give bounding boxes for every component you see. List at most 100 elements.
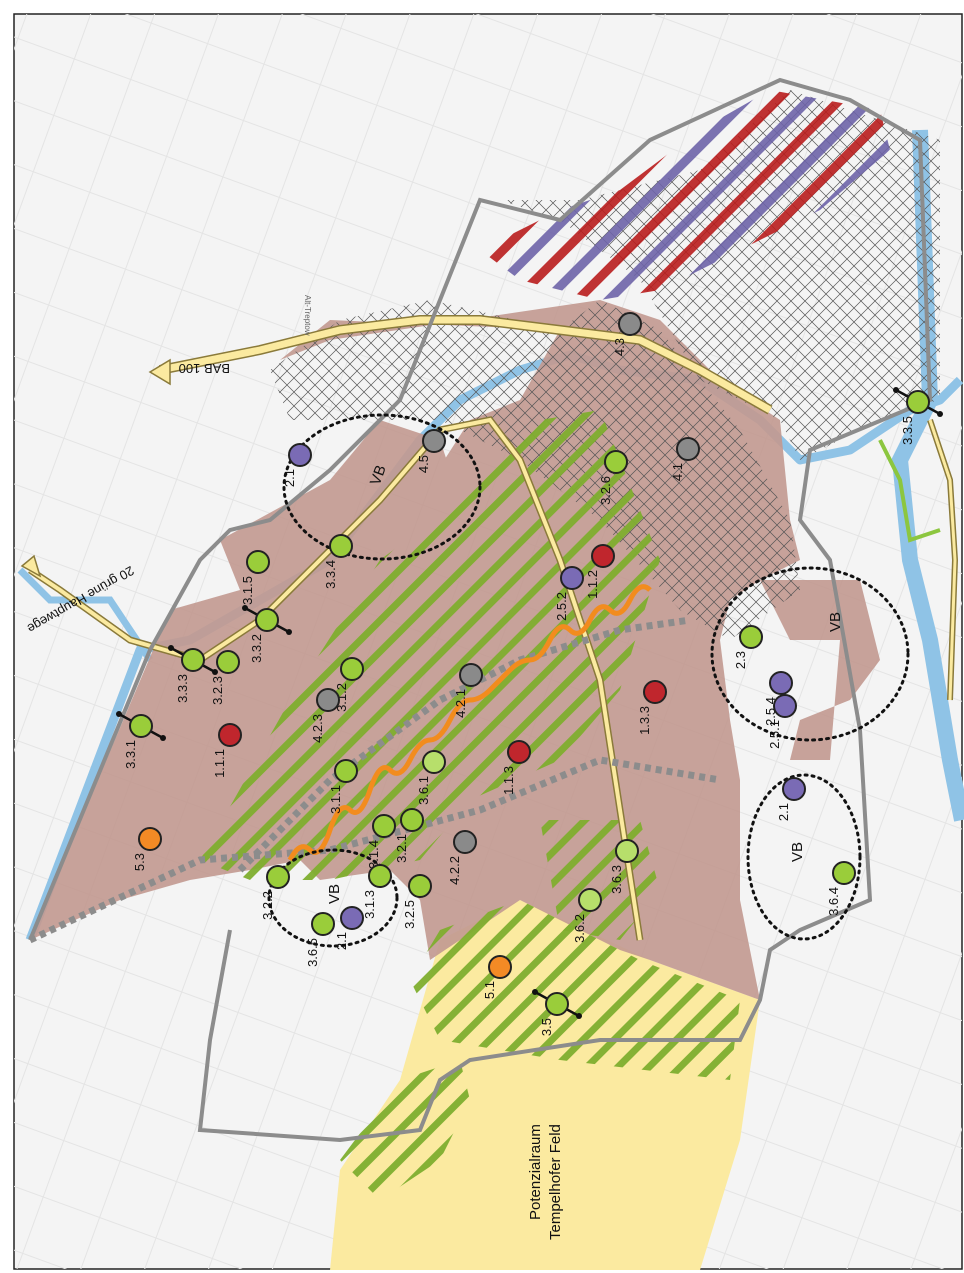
map-marker-4-2-3[interactable]: 4.2.3 xyxy=(310,688,340,743)
marker-dot[interactable] xyxy=(129,714,153,738)
marker-dot[interactable] xyxy=(422,750,446,774)
map-marker-3-2-1[interactable]: 3.2.1 xyxy=(394,808,424,863)
map-marker-2-1[interactable]: 2.1 xyxy=(282,443,312,487)
map-marker-4-2-2[interactable]: 4.2.2 xyxy=(447,830,477,885)
map-marker-1-3-3[interactable]: 1.3.3 xyxy=(637,680,667,735)
marker-dot[interactable] xyxy=(832,861,856,885)
marker-dot[interactable] xyxy=(643,680,667,704)
map-marker-3-1-1[interactable]: 3.1.1 xyxy=(328,759,358,814)
marker-dot[interactable] xyxy=(372,814,396,838)
marker-dot[interactable] xyxy=(782,777,806,801)
marker-dot[interactable] xyxy=(288,443,312,467)
marker-dot[interactable] xyxy=(255,608,279,632)
map-marker-3-1-5[interactable]: 3.1.5 xyxy=(240,550,270,605)
marker-dot[interactable] xyxy=(408,874,432,898)
bab100-arrow xyxy=(148,358,171,386)
map-marker-3-3-5[interactable]: 3.3.5 xyxy=(893,387,943,445)
marker-label: 2.1 xyxy=(334,932,349,950)
marker-dot[interactable] xyxy=(138,827,162,851)
marker-label: 1.1.2 xyxy=(585,570,600,599)
mixed-use-area-east xyxy=(760,580,880,760)
map-marker-5-1[interactable]: 5.1 xyxy=(482,955,512,999)
map-marker-3-2-6[interactable]: 3.2.6 xyxy=(598,450,628,505)
marker-dot[interactable] xyxy=(739,625,763,649)
marker-dot[interactable] xyxy=(459,663,483,687)
marker-dot[interactable] xyxy=(216,650,240,674)
marker-dot[interactable] xyxy=(266,865,290,889)
marker-dot[interactable] xyxy=(453,830,477,854)
marker-dot[interactable] xyxy=(422,429,446,453)
map-marker-4-2-1[interactable]: 4.2.1 xyxy=(453,663,483,718)
map-marker-3-1-3[interactable]: 3.1.3 xyxy=(362,864,392,919)
marker-dot[interactable] xyxy=(615,839,639,863)
map-marker-3-3-3[interactable]: 3.3.3 xyxy=(168,645,218,703)
map-marker-2-5-2[interactable]: 2.5.2 xyxy=(554,566,584,621)
marker-label: 5.1 xyxy=(482,981,497,999)
marker-label: 3.2.2 xyxy=(260,891,275,920)
residential-hatch-area xyxy=(480,90,890,300)
marker-dot[interactable] xyxy=(311,912,335,936)
map-marker-3-2-3[interactable]: 3.2.3 xyxy=(210,650,240,705)
map-marker-3-6-3[interactable]: 3.6.3 xyxy=(609,839,639,894)
map-marker-2-3[interactable]: 2.3 xyxy=(733,625,763,669)
marker-dot[interactable] xyxy=(329,534,353,558)
marker-dot[interactable] xyxy=(773,694,797,718)
map-marker-3-6-1[interactable]: 3.6.1 xyxy=(416,750,446,805)
marker-dot[interactable] xyxy=(560,566,584,590)
map-marker-3-3-1[interactable]: 3.3.1 xyxy=(116,711,166,769)
marker-dot[interactable] xyxy=(340,657,364,681)
marker-label: 3.6.1 xyxy=(416,776,431,805)
marker-dot[interactable] xyxy=(578,888,602,912)
marker-dot[interactable] xyxy=(488,955,512,979)
map-marker-3-6-5[interactable]: 3.6.5 xyxy=(305,912,335,967)
map-marker-3-3-2[interactable]: 3.3.2 xyxy=(242,605,292,663)
map-marker-4-5[interactable]: 4.5 xyxy=(416,429,446,473)
marker-dot[interactable] xyxy=(618,312,642,336)
map-marker-3-6-2[interactable]: 3.6.2 xyxy=(572,888,602,943)
map-marker-1-1-2[interactable]: 1.1.2 xyxy=(585,544,615,599)
map-marker-3-1-4[interactable]: 3.1.4 xyxy=(366,814,396,869)
study-area-boundary xyxy=(28,77,933,1143)
marker-label: 1.1.3 xyxy=(501,766,516,795)
map-marker-3-2-2[interactable]: 3.2.2 xyxy=(260,865,290,920)
marker-dot[interactable] xyxy=(906,390,930,414)
marker-dot[interactable] xyxy=(246,550,270,574)
vb-label-southwest: VB xyxy=(326,884,343,904)
map-marker-1-1-1[interactable]: 1.1.1 xyxy=(212,723,242,778)
map-marker-5-3[interactable]: 5.3 xyxy=(132,827,162,871)
map-marker-1-1-3[interactable]: 1.1.3 xyxy=(501,740,531,795)
potenzialraum-label-line1: Potenzialraum xyxy=(527,1124,544,1220)
map-marker-3-6-4[interactable]: 3.6.4 xyxy=(826,861,856,916)
east-path-fill xyxy=(928,419,957,701)
marker-dot[interactable] xyxy=(507,740,531,764)
green-hatch-band-south xyxy=(410,900,740,1080)
marker-dot[interactable] xyxy=(769,671,793,695)
marker-dot[interactable] xyxy=(604,450,628,474)
map-marker-3-2-5[interactable]: 3.2.5 xyxy=(402,874,432,929)
marker-dot[interactable] xyxy=(368,864,392,888)
marker-dot[interactable] xyxy=(218,723,242,747)
marker-dot[interactable] xyxy=(334,759,358,783)
marker-label: 3.5 xyxy=(539,1018,554,1036)
arrow-head-icon xyxy=(242,605,248,611)
map-marker-4-3[interactable]: 4.3 xyxy=(612,312,642,356)
potenzialraum-label-line2: Tempelhofer Feld xyxy=(547,1124,564,1240)
map-marker-4-1[interactable]: 4.1 xyxy=(670,437,700,481)
marker-dot[interactable] xyxy=(181,648,205,672)
marker-label: 3.2.1 xyxy=(394,834,409,863)
map-marker-3-5[interactable]: 3.5 xyxy=(532,989,582,1036)
map-marker-2-1[interactable]: 2.1 xyxy=(334,906,364,950)
map-marker-3-3-4[interactable]: 3.3.4 xyxy=(323,534,353,589)
map-marker-2-5-1[interactable]: 2.5.1 xyxy=(767,694,797,749)
vb-zone-southeast xyxy=(746,773,862,941)
arrow-head-icon xyxy=(168,645,174,651)
marker-dot[interactable] xyxy=(400,808,424,832)
marker-label: 3.3.4 xyxy=(323,560,338,589)
marker-dot[interactable] xyxy=(545,992,569,1016)
marker-dot[interactable] xyxy=(591,544,615,568)
marker-label: 3.3.2 xyxy=(249,634,264,663)
map-marker-2-1[interactable]: 2.1 xyxy=(776,777,806,821)
marker-dot[interactable] xyxy=(676,437,700,461)
marker-dot[interactable] xyxy=(316,688,340,712)
marker-dot[interactable] xyxy=(340,906,364,930)
